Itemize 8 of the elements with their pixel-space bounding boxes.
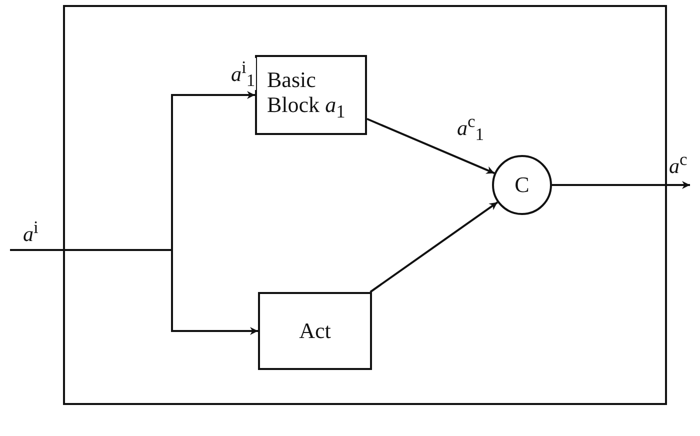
arrow [366, 118, 495, 174]
arrow [552, 181, 690, 189]
arrow [10, 249, 258, 335]
combiner-circle: C [492, 155, 552, 215]
process-box: Act [258, 292, 372, 370]
arrow [370, 201, 498, 293]
frame-box [63, 5, 667, 405]
process-box: Basic Block a$_{1}$ [255, 55, 367, 135]
